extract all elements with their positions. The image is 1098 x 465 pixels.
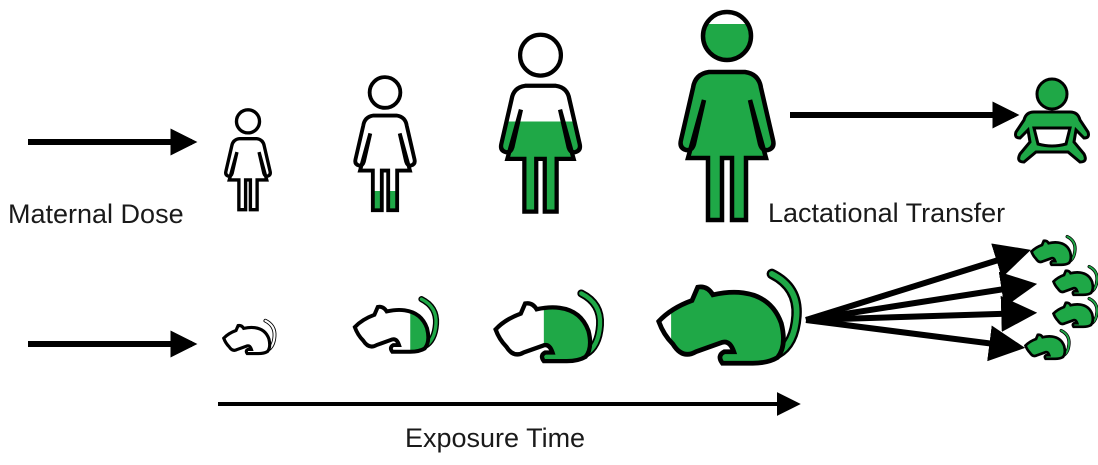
- rat-icon: [355, 299, 436, 352]
- rat-pup-icon: [1026, 331, 1070, 359]
- lactational-transfer-label: Lactational Transfer: [768, 198, 1005, 229]
- rat-pup-icon: [1054, 267, 1098, 295]
- lactation-arrows-rodent: [806, 252, 1030, 347]
- rat-icon: [659, 274, 797, 363]
- baby-icon: [1016, 79, 1089, 162]
- woman-icon: [226, 110, 271, 210]
- rat-icon: [496, 293, 600, 361]
- woman-icon: [501, 35, 580, 212]
- rat-icon: [224, 321, 275, 354]
- rat-pup-icon: [1054, 299, 1098, 327]
- woman-icon: [355, 77, 414, 210]
- woman-icon: [681, 12, 774, 220]
- maternal-dose-label: Maternal Dose: [8, 199, 184, 230]
- rat-pup-icon: [1032, 237, 1076, 265]
- exposure-time-label: Exposure Time: [405, 423, 585, 454]
